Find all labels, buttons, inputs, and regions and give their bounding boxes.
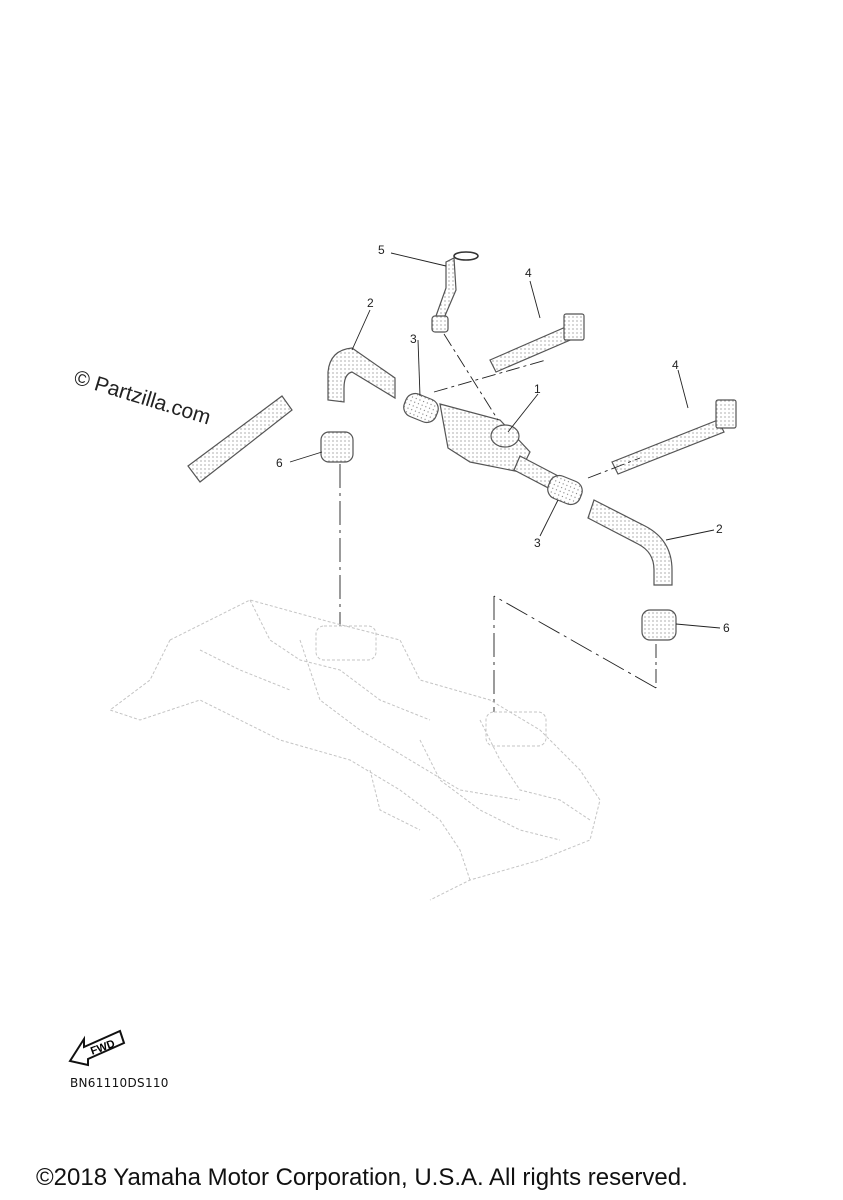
fwd-label: FWD <box>89 1038 117 1058</box>
callout-1: 1 <box>534 382 541 396</box>
callout-6-right: 6 <box>723 621 730 635</box>
pipe-assembly <box>187 257 737 641</box>
callout-3-left: 3 <box>410 332 417 346</box>
diagram-code: BN61110DS110 <box>70 1076 169 1090</box>
callout-5: 5 <box>378 243 385 257</box>
callout-2-left: 2 <box>367 296 374 310</box>
callout-6-left: 6 <box>276 456 283 470</box>
copyright-notice: ©2018 Yamaha Motor Corporation, U.S.A. A… <box>36 1164 688 1191</box>
fwd-arrow-icon: FWD <box>68 1029 126 1067</box>
engine-block-ghost <box>108 599 601 901</box>
callout-3-right: 3 <box>534 536 541 550</box>
callout-2-right: 2 <box>716 522 723 536</box>
callout-4-upper: 4 <box>525 266 532 280</box>
hose-ring <box>453 251 479 261</box>
callout-labels: 1 2 2 3 3 4 4 5 6 6 <box>276 243 730 635</box>
callout-4-right: 4 <box>672 358 679 372</box>
leader-lines <box>289 252 721 712</box>
